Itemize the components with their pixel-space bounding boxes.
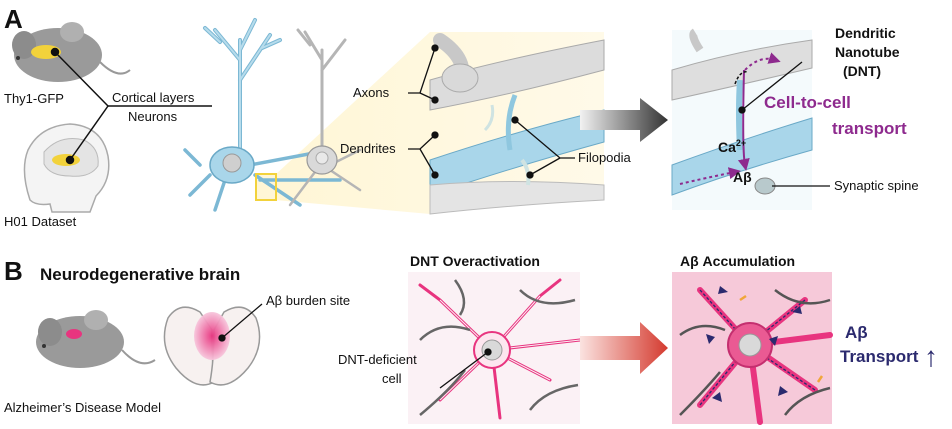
neuron-nucleus-gray [315, 151, 329, 165]
ad-mouse-icon [36, 310, 156, 368]
neuron-nucleus-blue [222, 153, 242, 173]
up-arrow-icon: ↑ [924, 341, 938, 372]
ca-superscript: 2+ [736, 138, 746, 148]
human-label: H01 Dataset [4, 214, 77, 229]
dnt-callout-lines [738, 61, 830, 187]
deficient-callout [439, 348, 492, 389]
dnt-label-2: Nanotube [835, 44, 900, 60]
dendrites-label: Dendrites [340, 141, 396, 156]
brain-section-icon [163, 306, 261, 386]
dnt-label-1: Dendritic [835, 25, 896, 41]
mouse-icon [12, 22, 131, 82]
ca-label: Ca2+ [718, 138, 746, 155]
transport-label-2: transport [832, 119, 907, 138]
gray-arrow [580, 98, 668, 142]
accum-title: Aβ Accumulation [680, 253, 795, 269]
accumulation-panel [672, 272, 833, 425]
abeta-transport-label-1: Aβ [845, 323, 868, 342]
model-label: Alzheimer’s Disease Model [4, 400, 161, 415]
panel-b-title: Neurodegenerative brain [40, 265, 240, 284]
dnt-label-3: (DNT) [843, 63, 881, 79]
panel-a-letter: A [4, 4, 23, 34]
zoom-panel [429, 33, 605, 215]
deficient-label-1: DNT-deficient [338, 352, 417, 367]
cortical-label-2: Neurons [128, 109, 178, 124]
dnt-panel [671, 28, 813, 210]
connector-lines [50, 47, 212, 165]
cortical-label-1: Cortical layers [112, 90, 195, 105]
human-head-icon [23, 123, 110, 213]
zoom-box [255, 173, 277, 201]
neuron-drawing [183, 18, 362, 212]
transport-label-1: Cell-to-cell [764, 93, 851, 112]
deficient-label-2: cell [382, 371, 402, 386]
deficient-cell-panel [408, 272, 582, 424]
burden-callout [218, 303, 263, 342]
abeta-label-a: Aβ [733, 169, 752, 185]
red-arrow [580, 322, 668, 374]
abeta-transport-label-2: Transport [840, 347, 919, 366]
burden-label: Aβ burden site [266, 293, 350, 308]
axons-label: Axons [353, 85, 390, 100]
callout-lines-a [408, 44, 575, 179]
panel-b-letter: B [4, 256, 23, 286]
dnt-over-title: DNT Overactivation [410, 253, 540, 269]
filopodia-label: Filopodia [578, 150, 632, 165]
mouse-label: Thy1-GFP [4, 91, 64, 106]
spine-label: Synaptic spine [834, 178, 919, 193]
